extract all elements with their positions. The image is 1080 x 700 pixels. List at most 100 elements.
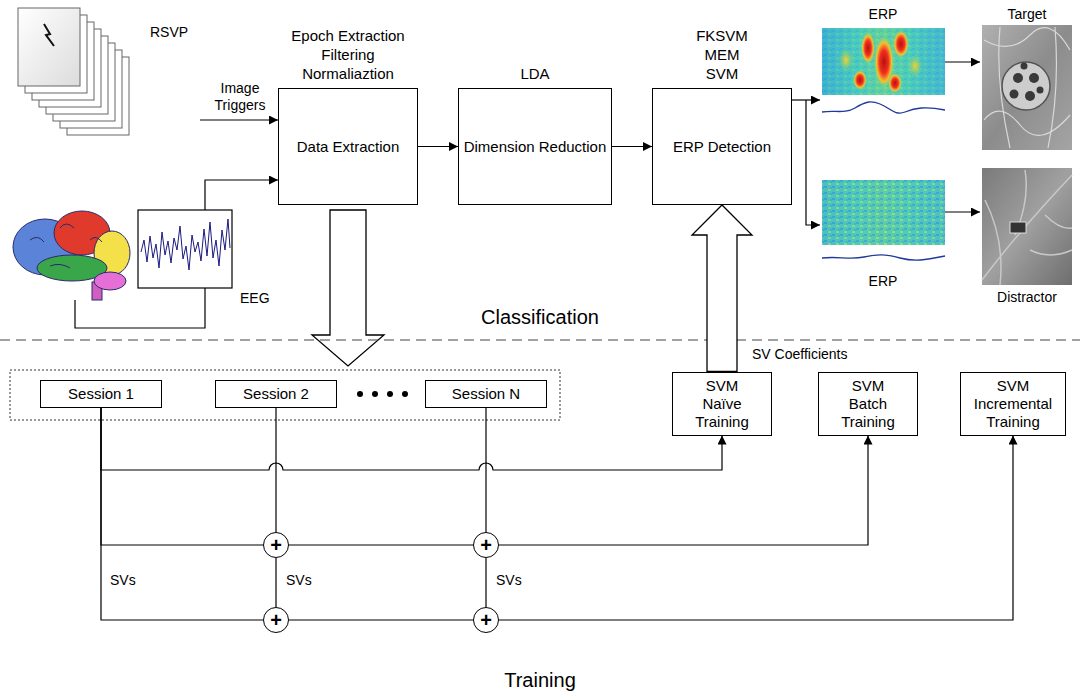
node-label: SVM Incremental Training bbox=[972, 377, 1054, 431]
edge-label: SVs bbox=[494, 572, 524, 589]
signal-wire bbox=[945, 211, 980, 212]
edge-label: SV Coefficients bbox=[750, 346, 849, 363]
distractor-image bbox=[982, 168, 1072, 285]
process-box: FKSVM MEM SVMERP Detection bbox=[652, 88, 792, 205]
session-group-outline bbox=[372, 391, 378, 397]
method-heading: FKSVM MEM SVM bbox=[691, 26, 753, 83]
target-image bbox=[1013, 73, 1023, 83]
erp-heatmap-target bbox=[822, 28, 945, 95]
session-group-outline bbox=[10, 370, 560, 420]
erp-heatmap-target bbox=[838, 48, 854, 72]
training-box: SVM Incremental Training bbox=[960, 372, 1066, 436]
sum-junction: + bbox=[473, 607, 499, 633]
sum-junction: + bbox=[263, 532, 289, 558]
process-box: Epoch Extraction Filtering Normaliaztion… bbox=[278, 88, 418, 205]
connector-line bbox=[485, 558, 486, 607]
target-image bbox=[982, 25, 1072, 150]
erp-heatmap-distractor bbox=[822, 180, 945, 245]
rsvp-image-stack bbox=[18, 8, 80, 86]
method-heading: LDA bbox=[495, 64, 575, 83]
connector-line bbox=[101, 408, 722, 470]
node-label: + bbox=[270, 535, 282, 555]
target-image bbox=[1025, 91, 1035, 101]
erp-heatmap-distractor bbox=[822, 180, 945, 245]
node-label: Dimension Reduction bbox=[464, 138, 607, 156]
node-label: Data Extraction bbox=[297, 138, 400, 156]
signal-wire bbox=[200, 119, 278, 120]
connector-line bbox=[418, 146, 458, 147]
signal-wire bbox=[945, 61, 980, 62]
method-heading: Epoch Extraction Filtering Normaliaztion bbox=[281, 26, 416, 83]
brain-picture bbox=[94, 272, 126, 290]
target-image bbox=[1021, 63, 1028, 70]
erp-heatmap-target bbox=[822, 28, 945, 95]
erp-heatmap-target bbox=[822, 95, 945, 120]
node-label: Session 2 bbox=[243, 385, 309, 403]
target-image bbox=[1029, 73, 1039, 83]
connector-line bbox=[101, 408, 263, 545]
edge-label: SVs bbox=[108, 572, 138, 589]
erp-heatmap-target bbox=[888, 73, 902, 93]
output-label: Distractor bbox=[984, 289, 1070, 306]
sum-junction: + bbox=[263, 607, 289, 633]
signal-wire bbox=[75, 288, 205, 328]
node-label: + bbox=[270, 610, 282, 630]
distractor-image bbox=[982, 170, 1072, 285]
distractor-image bbox=[982, 168, 1072, 285]
target-image bbox=[984, 27, 1070, 148]
session-group-outline bbox=[10, 370, 560, 420]
rsvp-image-stack bbox=[18, 8, 129, 135]
erp-heatmap-target bbox=[822, 28, 945, 120]
signal-label: EEG bbox=[240, 290, 270, 307]
eeg-signal bbox=[138, 210, 232, 288]
output-label: ERP bbox=[843, 6, 923, 23]
training-box: SVM Naïve Training bbox=[672, 372, 772, 436]
connector-line bbox=[499, 436, 1013, 621]
section-divider bbox=[0, 339, 1080, 340]
erp-heatmap-distractor bbox=[822, 255, 945, 260]
section-divider bbox=[0, 340, 1080, 341]
target-image bbox=[1010, 90, 1019, 99]
output-label: Target bbox=[987, 6, 1067, 23]
erp-heatmap-distractor bbox=[822, 180, 945, 268]
node-label: + bbox=[480, 610, 492, 630]
erp-heatmap-target bbox=[853, 70, 867, 90]
block-arrow-down bbox=[312, 210, 384, 366]
eeg-signal bbox=[138, 210, 232, 288]
signal-label: Image Triggers bbox=[208, 80, 272, 114]
connector-line bbox=[612, 146, 652, 147]
connector-line bbox=[275, 408, 276, 532]
output-label: ERP bbox=[843, 273, 923, 290]
node-label: + bbox=[480, 535, 492, 555]
node-label: ERP Detection bbox=[673, 138, 771, 156]
section-title: Training bbox=[440, 668, 640, 692]
node-label: Session 1 bbox=[68, 385, 134, 403]
rsvp-image-stack bbox=[44, 24, 54, 46]
node-label: Session N bbox=[452, 385, 520, 403]
eeg-signal bbox=[141, 219, 230, 270]
training-box: SVM Batch Training bbox=[818, 372, 918, 436]
section-title: Classification bbox=[440, 305, 640, 329]
node-label: SVM Batch Training bbox=[833, 377, 903, 431]
process-box: LDADimension Reduction bbox=[458, 88, 612, 205]
connector-line bbox=[485, 408, 486, 532]
erp-heatmap-distractor bbox=[822, 245, 945, 268]
signal-wire bbox=[75, 62, 980, 328]
stimulus-label: RSVP bbox=[150, 24, 188, 41]
session-group-outline bbox=[402, 391, 408, 397]
connector-line bbox=[289, 544, 473, 545]
session-group-outline bbox=[387, 391, 393, 397]
target-image bbox=[1002, 62, 1050, 110]
connector-line bbox=[275, 558, 276, 607]
erp-heatmap-target bbox=[861, 32, 875, 64]
edge-label: SVs bbox=[284, 572, 314, 589]
session-box: Session 2 bbox=[215, 380, 337, 408]
signal-wire bbox=[806, 100, 820, 225]
erp-heatmap-target bbox=[822, 102, 945, 113]
node-label: SVM Naïve Training bbox=[689, 377, 755, 431]
connector-line bbox=[101, 408, 263, 620]
brain-picture bbox=[13, 211, 130, 300]
target-image bbox=[982, 25, 1072, 150]
connector-line bbox=[289, 619, 473, 620]
